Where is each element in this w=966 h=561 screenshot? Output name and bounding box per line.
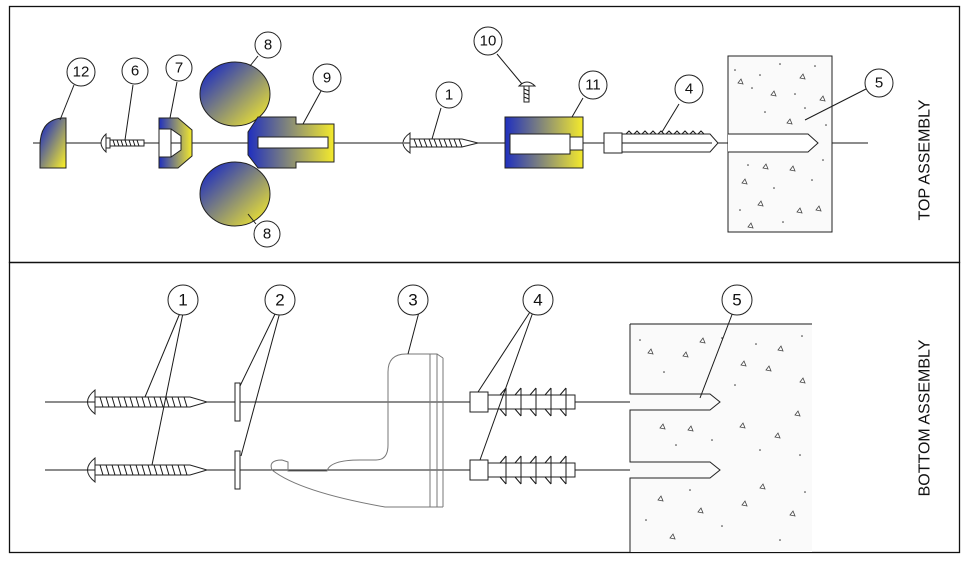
callout-12 bbox=[66, 57, 96, 87]
callout-1-top-label: 1 bbox=[445, 87, 453, 104]
callout-11 bbox=[578, 70, 608, 100]
callout-1-bottom bbox=[167, 284, 199, 316]
bottom-assembly-title: BOTTOM ASSEMBLY bbox=[917, 339, 934, 496]
bottom-assembly: 1 2 3 4 5 BOTTOM ASSEMBLY bbox=[45, 284, 934, 552]
part-1-screw-lower bbox=[86, 456, 209, 484]
part-2-washer-lower bbox=[234, 450, 241, 490]
part-5-wall-bottom bbox=[629, 323, 812, 552]
callout-3 bbox=[397, 284, 429, 316]
part-3-bracket bbox=[270, 353, 438, 508]
bottom-leader-lines bbox=[144, 311, 734, 466]
callout-5-top bbox=[864, 68, 894, 98]
callout-2 bbox=[264, 284, 296, 316]
part-10-screw bbox=[517, 81, 537, 103]
callout-5-bottom-label: 5 bbox=[732, 291, 741, 310]
callout-8-upper-label: 8 bbox=[264, 37, 272, 54]
callout-12-label: 12 bbox=[73, 64, 90, 81]
callout-4-bottom-label: 4 bbox=[533, 291, 542, 310]
part-4-anchor-lower bbox=[469, 455, 576, 485]
callout-8-lower-label: 8 bbox=[263, 226, 271, 243]
callout-6 bbox=[121, 57, 149, 85]
callout-1-top bbox=[435, 81, 463, 109]
part-4-anchor bbox=[603, 130, 719, 154]
callout-5-top-label: 5 bbox=[875, 75, 883, 92]
part-6-screw bbox=[100, 132, 145, 154]
callout-4-top-label: 4 bbox=[685, 81, 693, 98]
top-assembly-title: TOP ASSEMBLY bbox=[917, 99, 934, 220]
part-5-wall-top bbox=[727, 55, 833, 233]
callout-7-label: 7 bbox=[175, 60, 183, 77]
callout-7 bbox=[165, 54, 193, 82]
part-1-screw bbox=[402, 132, 479, 154]
top-leader-lines bbox=[59, 53, 867, 225]
bottom-panel-frame bbox=[8, 261, 961, 554]
part-1-screw-upper bbox=[86, 388, 209, 416]
callout-9-label: 9 bbox=[323, 70, 331, 87]
part-2-washer-upper bbox=[234, 382, 241, 422]
part-8-ball-lower bbox=[199, 161, 271, 227]
callout-1-bottom-label: 1 bbox=[178, 291, 187, 310]
callout-5-bottom bbox=[721, 284, 753, 316]
callout-3-label: 3 bbox=[408, 291, 417, 310]
top-assembly: 12 6 7 8 9 8 1 10 11 4 5 TOP ASSEMBLY bbox=[33, 26, 934, 248]
callout-6-label: 6 bbox=[131, 63, 139, 80]
callout-4-top bbox=[674, 74, 704, 104]
callout-10-label: 10 bbox=[480, 33, 497, 50]
callout-2-label: 2 bbox=[275, 291, 284, 310]
part-8-ball-upper bbox=[199, 61, 271, 127]
callout-8-lower bbox=[253, 220, 281, 248]
part-4-anchor-upper bbox=[469, 387, 576, 417]
callout-10 bbox=[473, 26, 503, 56]
callout-8-upper bbox=[254, 31, 282, 59]
callout-4-bottom bbox=[522, 284, 554, 316]
callout-11-label: 11 bbox=[585, 77, 601, 94]
callout-9 bbox=[312, 63, 342, 93]
part-12-cap bbox=[39, 117, 67, 169]
